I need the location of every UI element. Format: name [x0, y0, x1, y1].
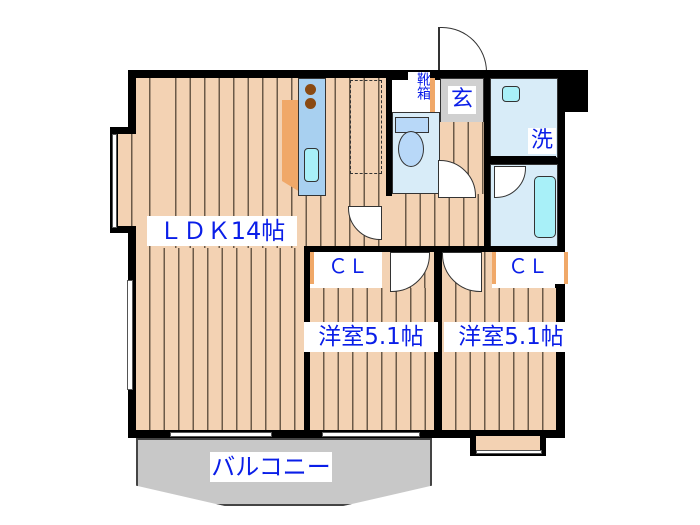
wall-wash-left [484, 78, 490, 248]
bathtub [534, 176, 556, 238]
outer-wall-left [128, 70, 136, 438]
entrance-door [438, 27, 487, 72]
room2-door-redraw[interactable] [442, 252, 482, 292]
hallway-floor [392, 194, 484, 248]
western-room-2-floor [442, 288, 556, 430]
stove-burner-1 [305, 84, 316, 95]
stove-burner-2 [305, 98, 316, 109]
wall-toilet-left [386, 78, 392, 196]
washroom-label: 洗 [528, 128, 556, 154]
toilet-bowl [398, 131, 424, 167]
wall-wash-bath [490, 156, 556, 164]
bay-window-floor [118, 134, 136, 226]
entrance-label: 玄 [448, 86, 476, 114]
western-room-1-label: 洋室5.1帖 [304, 322, 438, 352]
shoe-box-label: 靴箱 [408, 72, 431, 100]
bay-window-glass[interactable] [112, 134, 117, 228]
fridge-space [350, 80, 382, 174]
western-room-2-label: 洋室5.1帖 [444, 322, 578, 352]
left-window[interactable] [127, 280, 133, 390]
shoe-box-cabinet [430, 78, 435, 112]
outer-wall-top [128, 70, 588, 80]
wall-room1-room2 [434, 246, 442, 432]
western-room-1-floor [310, 288, 434, 430]
balcony-window-1[interactable] [170, 432, 272, 437]
balcony-window-2[interactable] [322, 432, 420, 437]
washing-machine-tap [502, 86, 520, 102]
room2-bay-window[interactable] [476, 450, 542, 454]
ldk-label: ＬＤＫ14帖 [147, 216, 297, 246]
closet-2-label: ＣＬ [500, 256, 556, 276]
room2-bay-floor [476, 436, 540, 450]
balcony-label: バルコニー [210, 452, 332, 482]
kitchen-sink [304, 148, 319, 182]
kitchen-counter-orange [282, 100, 300, 192]
closet-1-label: ＣＬ [318, 256, 378, 276]
bathroom-door[interactable] [494, 166, 526, 198]
